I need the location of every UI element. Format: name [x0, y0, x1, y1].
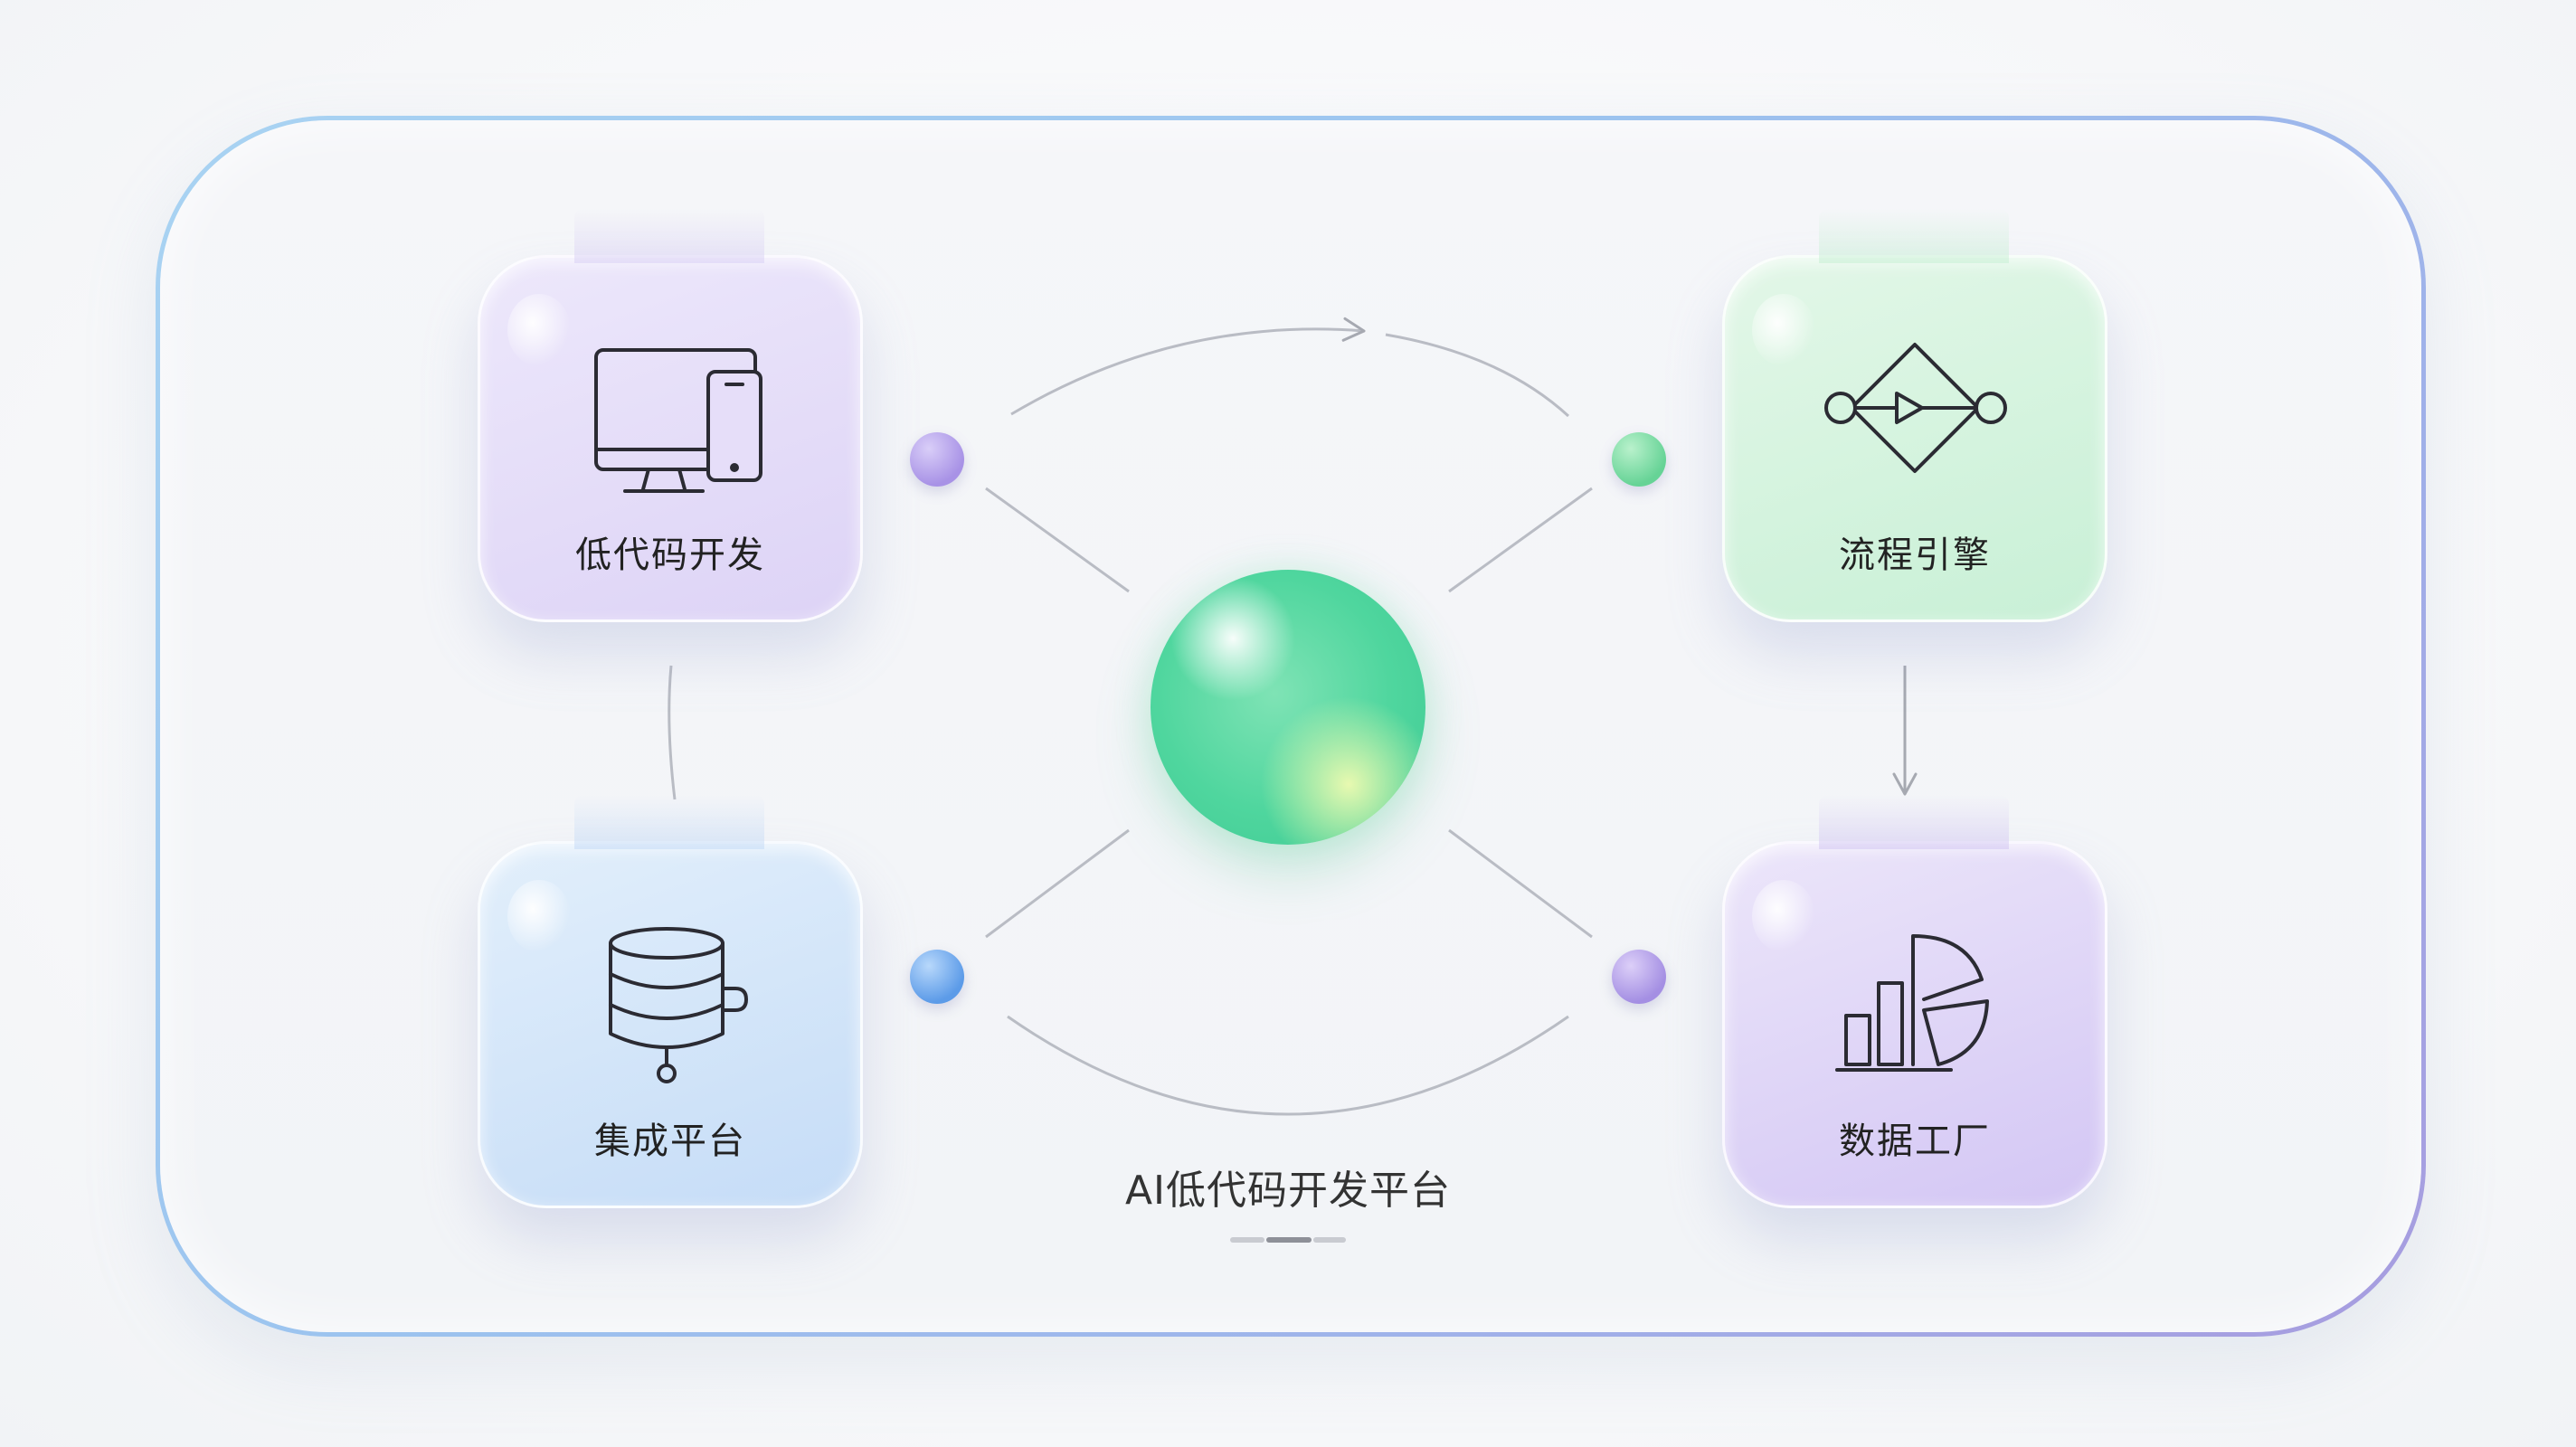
bottom-arc [1007, 1015, 1569, 1116]
bar-pie-chart-icon [1835, 934, 1989, 1072]
core-sphere [1151, 570, 1425, 845]
module-label: 集成平台 [594, 1121, 746, 1162]
module-label: 低代码开发 [575, 534, 765, 576]
connection-node-top-right [1612, 432, 1666, 487]
card-gloss [507, 880, 571, 952]
diagonal-bottom-left [985, 828, 1130, 939]
card-tab [574, 209, 764, 263]
module-label: 流程引擎 [1839, 534, 1991, 576]
card-tab [574, 795, 764, 849]
indicator-segment-active [1266, 1237, 1312, 1243]
module-label: 数据工厂 [1839, 1121, 1991, 1162]
database-icon [609, 927, 748, 1083]
top-arc-arrow [1010, 317, 1366, 416]
card-tab [1819, 209, 2009, 263]
diagonal-top-left [985, 487, 1130, 593]
card-gloss [1752, 880, 1815, 952]
diagonal-bottom-right [1448, 828, 1593, 939]
indicator-segment [1313, 1237, 1346, 1243]
module-card-datafactory[interactable]: 数据工厂 [1722, 795, 2107, 1208]
module-card-workflow[interactable]: 流程引擎 [1722, 209, 2107, 622]
left-vertical-line [668, 665, 677, 800]
module-card-lowcode[interactable]: 低代码开发 [478, 209, 863, 622]
connection-node-bottom-right [1612, 950, 1666, 1004]
card-tab [1819, 795, 2009, 849]
platform-title: AI低代码开发平台 [1124, 1168, 1452, 1214]
desktop-mobile-icon [594, 348, 762, 493]
indicator-segment [1230, 1237, 1264, 1243]
module-card-integration[interactable]: 集成平台 [478, 795, 863, 1208]
workflow-diamond-icon [1824, 343, 2007, 473]
card-gloss [507, 294, 571, 366]
platform-indicator [1230, 1237, 1346, 1243]
connection-node-bottom-left [910, 950, 964, 1004]
card-gloss [1752, 294, 1815, 366]
diagonal-top-right [1448, 487, 1593, 593]
top-arc-right [1385, 333, 1570, 418]
connection-node-top-left [910, 432, 964, 487]
